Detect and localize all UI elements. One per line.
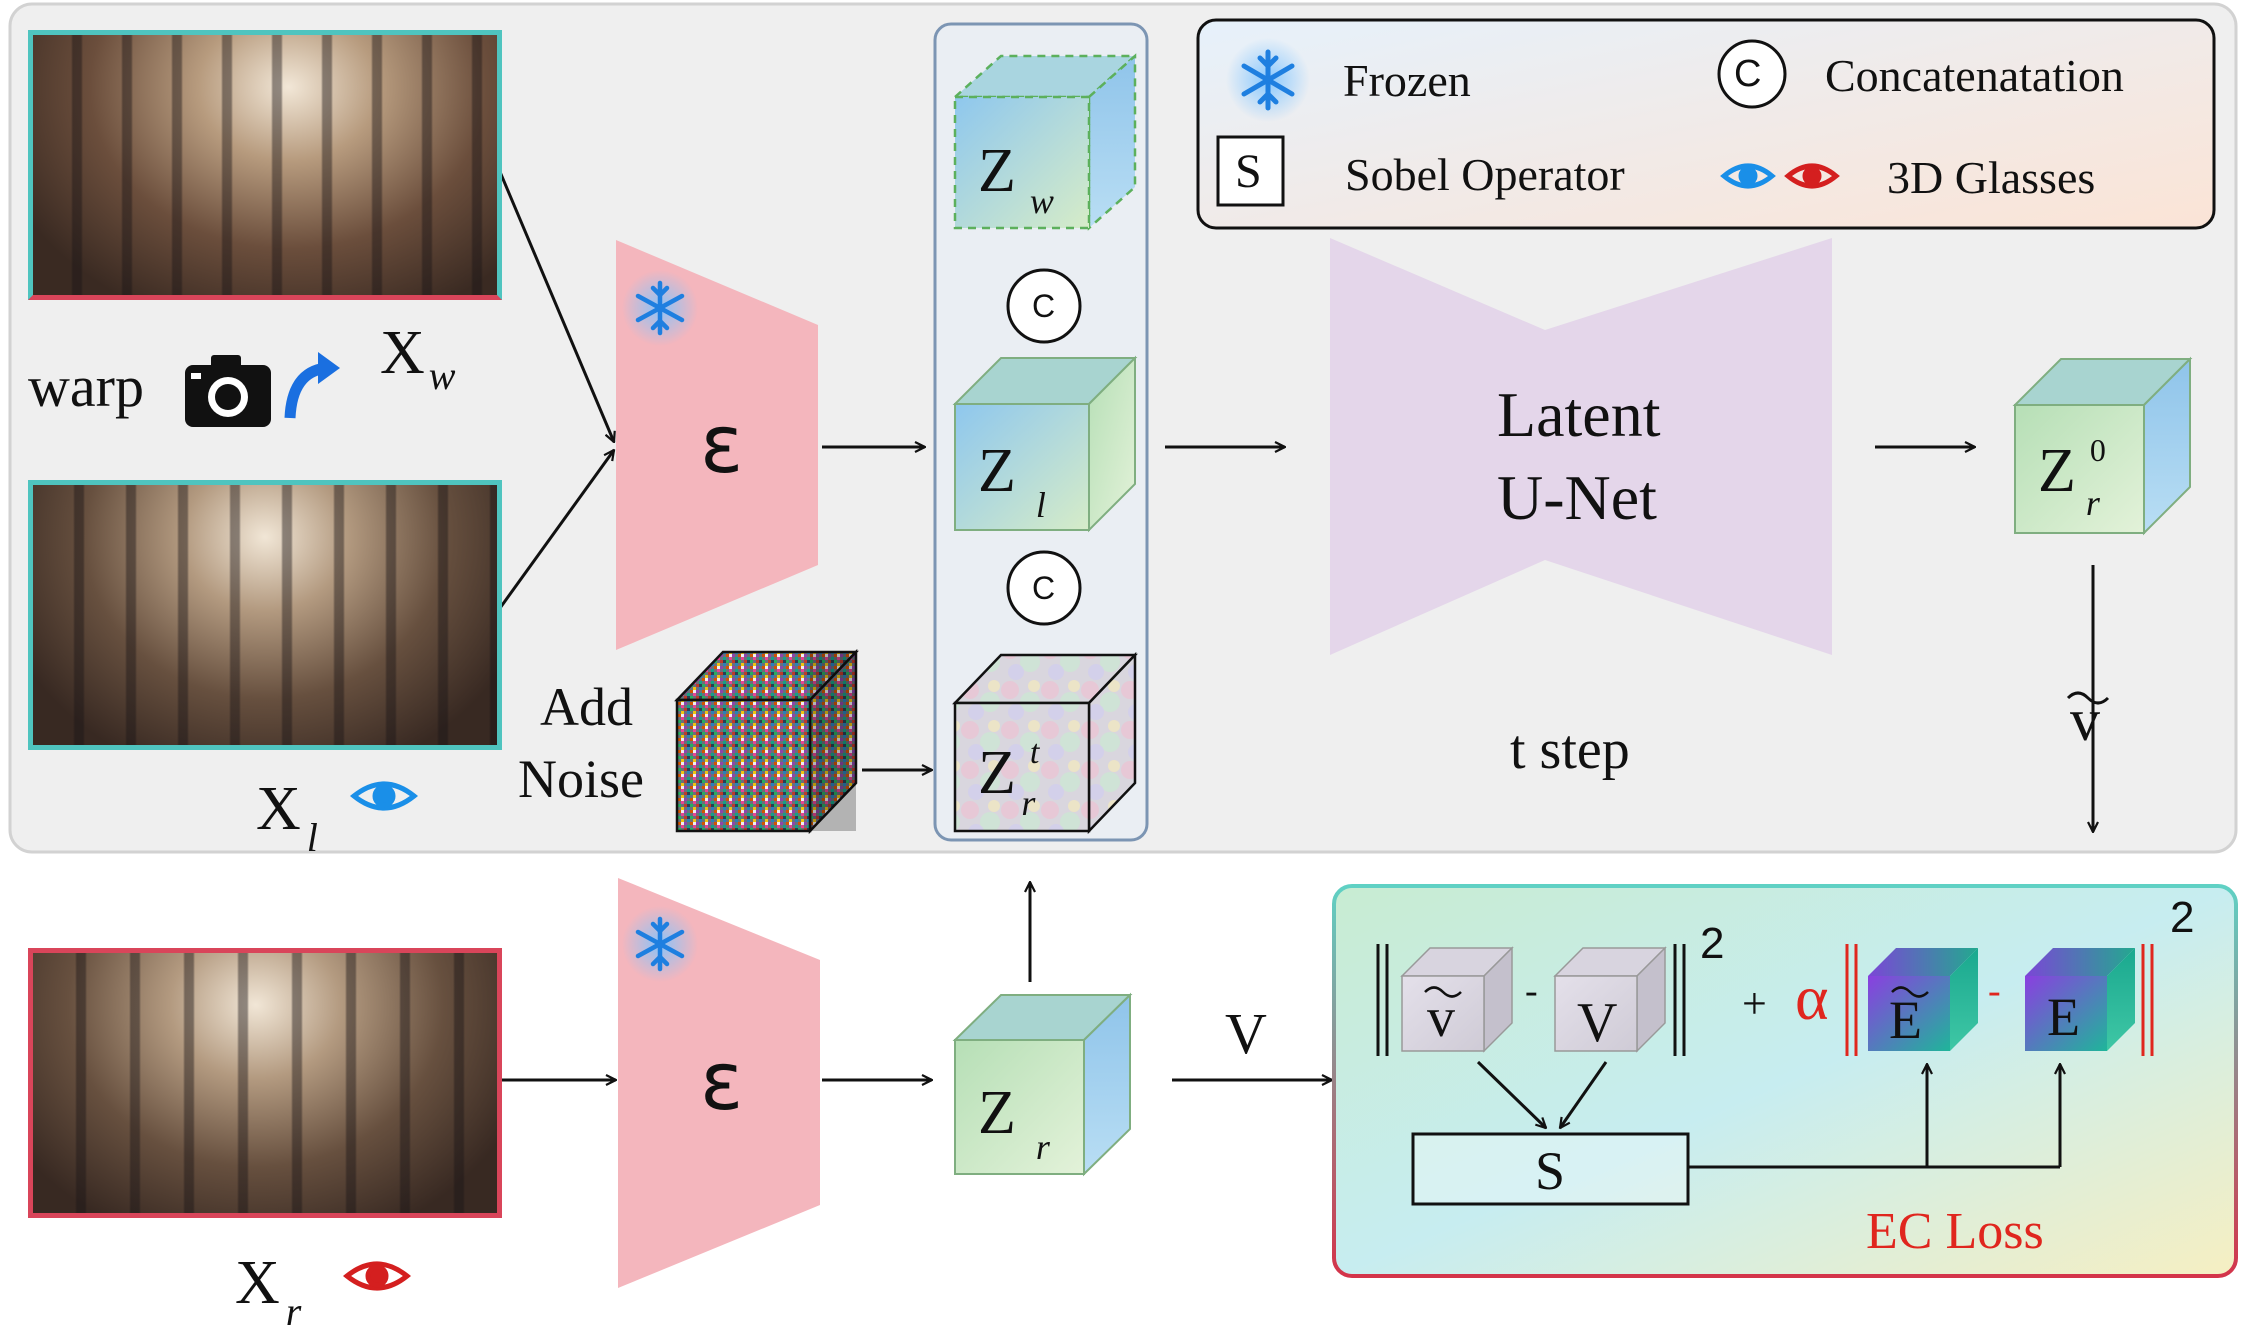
- zr-cube: [952, 992, 1133, 1177]
- loss-minus-1: -: [1525, 970, 1538, 1012]
- zl-cube: [952, 355, 1138, 533]
- ec-loss-title: EC Loss: [1866, 1203, 2044, 1260]
- zrt-cube: [952, 651, 1138, 835]
- tilde-mark-loss-v: [1424, 986, 1462, 998]
- add-noise-line2: Noise: [518, 749, 644, 809]
- noise-cube: [674, 648, 859, 835]
- loss-minus-2: -: [1988, 970, 2001, 1012]
- legend-sobel-square: [1216, 135, 1285, 207]
- unet-shape: [1330, 238, 1832, 655]
- v-flow-label: V: [1225, 1001, 1267, 1066]
- legend-concat-symbol: C: [1734, 53, 1762, 95]
- eye-icon-red-legend: [1784, 163, 1840, 189]
- arrow-xw-encoder: [493, 159, 614, 442]
- loss-sobel-label: S: [1535, 1141, 1566, 1201]
- legend-frozen-label: Frozen: [1343, 55, 1471, 106]
- legend-concat-circle: [1717, 39, 1787, 109]
- eye-icon-left-view: [349, 781, 419, 811]
- loss-square-2: 2: [2170, 893, 2195, 942]
- loss-e: E: [2047, 987, 2080, 1047]
- concat-mark-1: C: [1032, 288, 1056, 324]
- camera-icon: [185, 355, 271, 427]
- zr0-cube: [2012, 356, 2193, 536]
- image-xw: [28, 30, 502, 300]
- loss-v: V: [1577, 992, 1618, 1054]
- v-tilde-flow-label: v: [2070, 687, 2100, 753]
- eye-icon-blue-legend: [1720, 163, 1776, 189]
- legend-box: [1196, 18, 2216, 230]
- legend-sobel-label: Sobel Operator: [1345, 149, 1625, 200]
- add-noise-line1: Add: [540, 677, 633, 737]
- concat-mark-2: C: [1032, 570, 1056, 606]
- loss-alpha: α: [1795, 962, 1829, 1033]
- arrow-xl-encoder: [493, 450, 614, 616]
- tilde-mark-flow: [2066, 691, 2110, 705]
- image-xr: [28, 948, 502, 1218]
- zw-cube: [951, 53, 1139, 231]
- loss-e-tilde: E: [1889, 990, 1922, 1050]
- sobel-box: [1411, 1132, 1690, 1206]
- loss-plus: +: [1742, 979, 1767, 1028]
- legend-sobel-symbol: S: [1235, 145, 1262, 198]
- encoder-top-symbol: ε: [700, 398, 744, 491]
- unet-label-line1: Latent: [1497, 379, 1661, 450]
- unet-label-line2: U-Net: [1497, 462, 1657, 533]
- snowflake-icon-legend: [1226, 38, 1310, 122]
- encoder-bottom-symbol: ε: [700, 1035, 744, 1128]
- snowflake-icon-encoder-bottom: [622, 906, 698, 982]
- t-step-label: t step: [1510, 719, 1630, 781]
- image-xl: [28, 480, 502, 750]
- loss-square-1: 2: [1700, 919, 1725, 968]
- loss-v-tilde: v: [1427, 987, 1455, 1049]
- legend-glasses-label: 3D Glasses: [1887, 152, 2096, 203]
- tilde-mark-loss-e: [1891, 986, 1929, 998]
- warp-label: warp: [28, 354, 144, 419]
- loss-formula: [1376, 944, 2154, 1206]
- legend-concat-label: Concatenatation: [1825, 50, 2124, 101]
- concat-circle-1: [1006, 268, 1082, 344]
- loss-box: [1332, 884, 2238, 1278]
- snowflake-icon-encoder-top: [622, 270, 698, 346]
- concat-circle-2: [1006, 550, 1082, 626]
- eye-icon-right-view: [342, 1261, 412, 1291]
